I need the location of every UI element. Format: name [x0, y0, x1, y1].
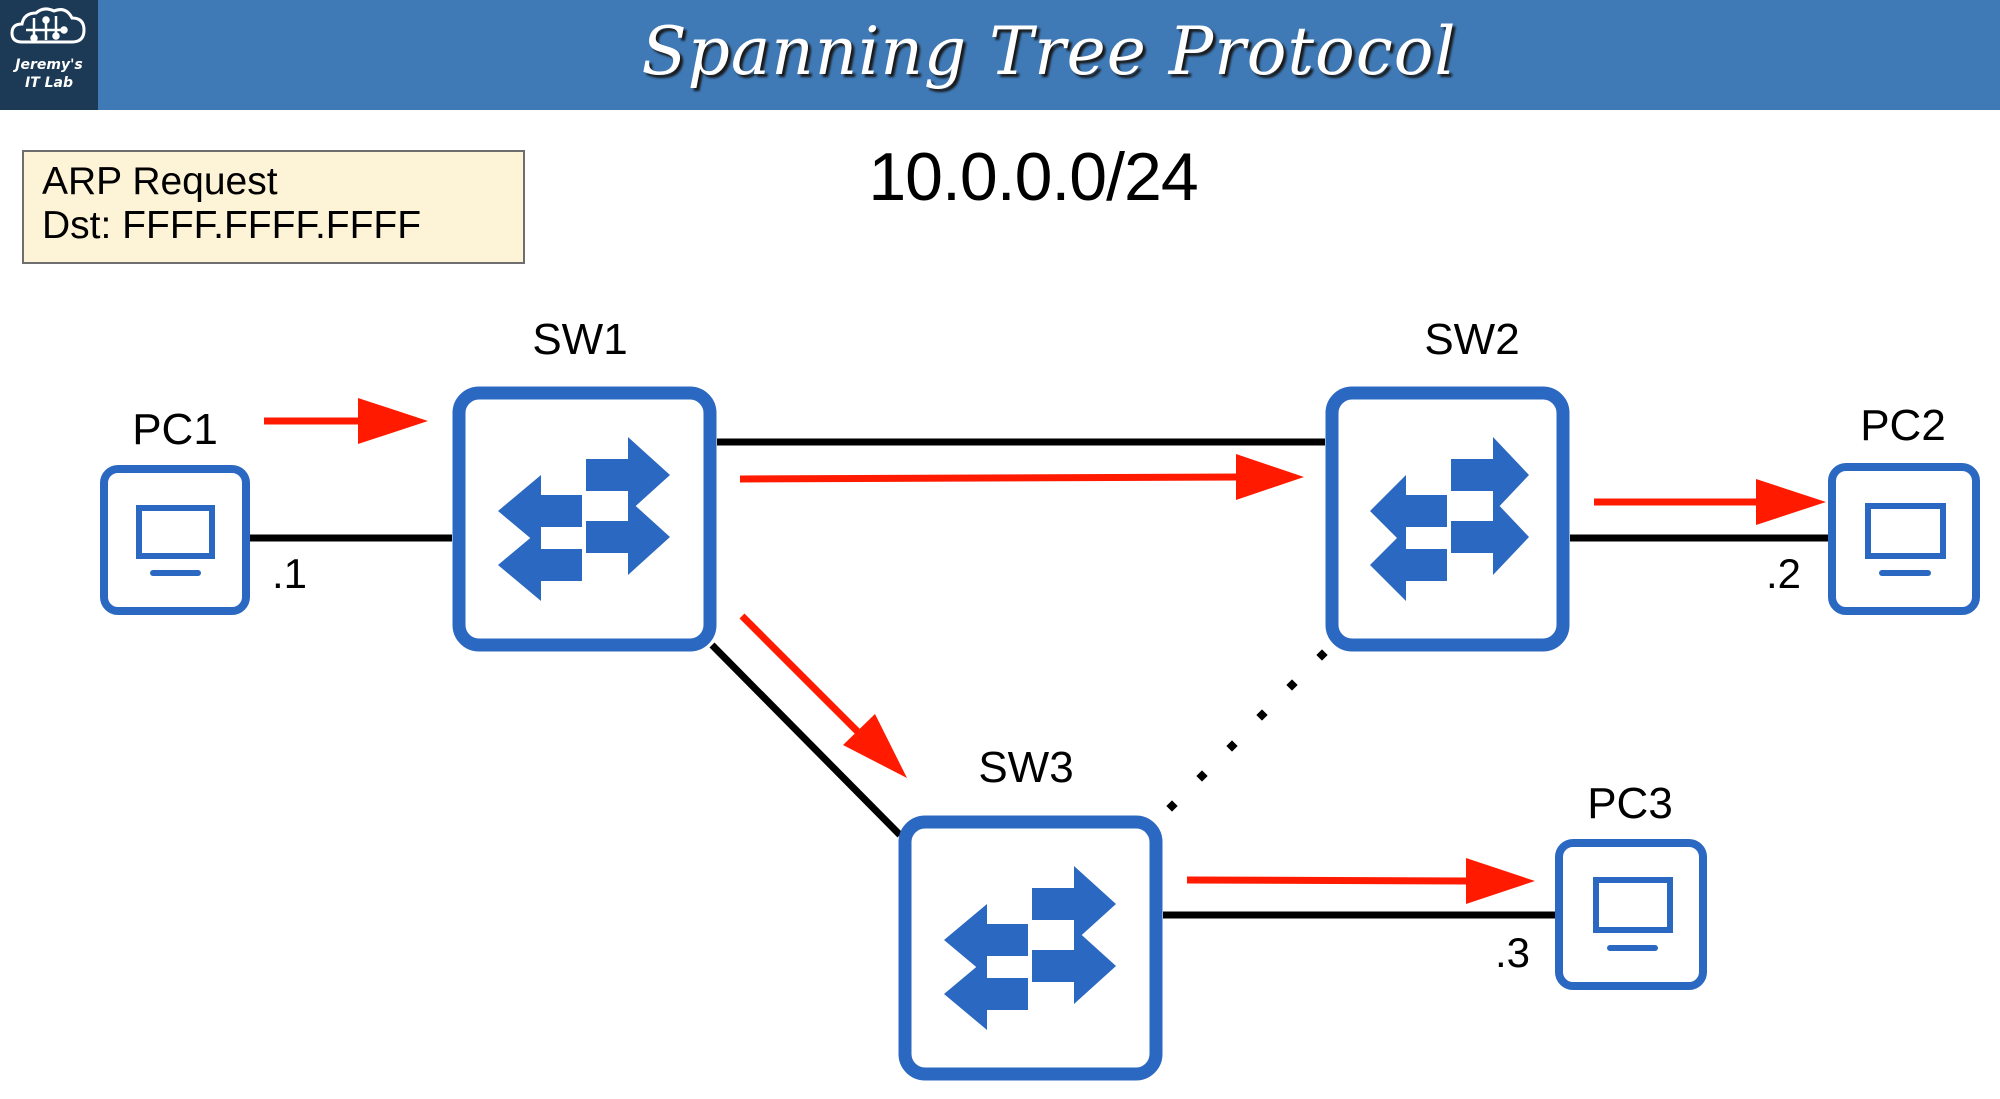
pc1-label: PC1 — [132, 405, 218, 454]
sw1-label: SW1 — [532, 315, 628, 364]
subnet-label: 10.0.0.0/24 — [868, 139, 1198, 215]
computer-icon — [1593, 877, 1673, 951]
flow-arrow-sw3-pc3 — [1186, 858, 1535, 904]
pc2-label: PC2 — [1860, 401, 1946, 450]
switch-icon — [944, 866, 1116, 1030]
logo-line-1: Jeremy's — [15, 57, 83, 73]
computer-icon — [1865, 503, 1946, 576]
sw3-label: SW3 — [978, 743, 1074, 792]
frame-type: ARP Request — [42, 160, 278, 203]
pc2-ip-suffix: .2 — [1766, 550, 1802, 597]
frame-destination: Dst: FFFF.FFFF.FFFF — [42, 204, 422, 247]
logo-line-2: IT Lab — [24, 75, 74, 91]
flow-arrow-sw2-pc2 — [1594, 479, 1826, 525]
pc-pc3[interactable] — [1555, 839, 1707, 990]
link-sw1-sw3 — [709, 642, 903, 838]
pc1-ip-suffix: .1 — [272, 550, 308, 597]
frame-flow-arrows — [264, 398, 1826, 904]
logo-text: Jeremy's IT Lab — [0, 56, 98, 92]
slide-title: Spanning Tree Protocol — [641, 13, 1457, 90]
switch-sw1[interactable] — [452, 386, 717, 652]
switch-sw2[interactable] — [1325, 386, 1570, 652]
flow-arrow-sw1-sw3 — [739, 613, 907, 778]
logo: Jeremy's IT Lab — [0, 0, 98, 110]
frame-info-note: ARP Request Dst: FFFF.FFFF.FFFF — [22, 150, 525, 264]
slide-header: Jeremy's IT Lab Spanning Tree Protocol — [0, 0, 2000, 110]
pc3-ip-suffix: .3 — [1495, 929, 1531, 976]
pc-pc2[interactable] — [1828, 463, 1980, 615]
pc-pc1[interactable] — [100, 465, 250, 615]
switch-icon — [498, 437, 670, 601]
switch-icon — [1370, 437, 1529, 601]
computer-icon — [136, 505, 215, 576]
links — [250, 438, 1830, 919]
switch-sw3[interactable] — [898, 815, 1163, 1081]
pc3-label: PC3 — [1587, 779, 1673, 828]
link-sw2-sw3-blocked — [1166, 649, 1328, 812]
flow-arrow-pc1-sw1 — [264, 398, 428, 444]
cloud-circuit-icon — [10, 7, 86, 44]
flow-arrow-sw1-sw2 — [739, 454, 1304, 500]
sw2-label: SW2 — [1424, 315, 1520, 364]
